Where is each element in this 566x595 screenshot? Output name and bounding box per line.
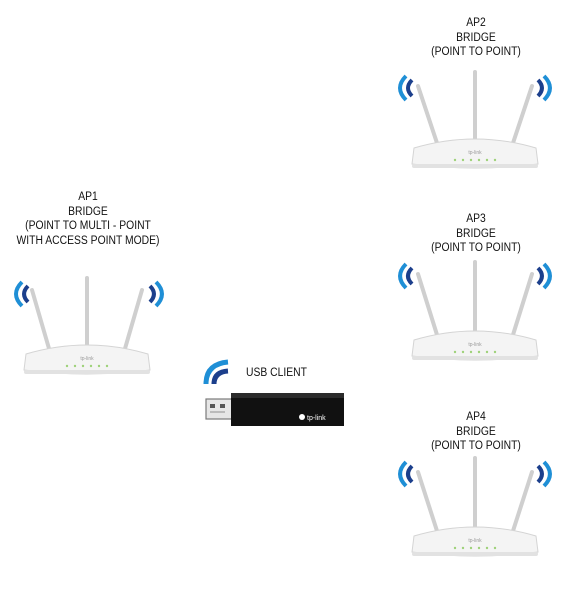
ap4-brand-logo: tp-link xyxy=(468,538,482,544)
ap2-label: AP2 BRIDGE (POINT TO POINT) xyxy=(408,16,545,60)
ap4-mode: BRIDGE xyxy=(456,425,496,438)
wifi-signal-icon xyxy=(14,280,164,308)
usb-brand-logo: tp-link xyxy=(307,415,326,422)
usb-client-label: USB CLIENT xyxy=(246,367,307,379)
wifi-signal-icon xyxy=(398,74,552,102)
antenna-left xyxy=(30,288,52,354)
ap3-mode: BRIDGE xyxy=(456,227,496,240)
antenna-right xyxy=(122,288,144,354)
ap1-type-line1: (POINT TO MULTI - POINT xyxy=(25,220,151,232)
ap3-label: AP3 BRIDGE (POINT TO POINT) xyxy=(408,212,545,256)
ap2-mode: BRIDGE xyxy=(456,31,496,44)
ap2-title: AP2 xyxy=(466,17,486,29)
ap4-type: (POINT TO POINT) xyxy=(431,440,521,452)
ap1-router-icon: tp-link xyxy=(14,276,164,375)
ap2-router-icon: tp-link xyxy=(398,70,552,169)
ap1-title: AP1 xyxy=(78,191,98,203)
usb-body xyxy=(231,393,344,426)
ap4-title: AP4 xyxy=(466,411,486,423)
ap3-type: (POINT TO POINT) xyxy=(431,242,521,254)
ap1-label: AP1 BRIDGE (POINT TO MULTI - POINT WITH … xyxy=(9,190,167,248)
wifi-signal-icon xyxy=(398,460,552,488)
ap1-brand-logo: tp-link xyxy=(80,356,94,362)
wifi-signal-icon xyxy=(398,262,552,290)
ap4-label: AP4 BRIDGE (POINT TO POINT) xyxy=(408,410,545,454)
ap3-title: AP3 xyxy=(466,213,486,225)
ap2-brand-logo: tp-link xyxy=(468,150,482,156)
usb-adapter-icon: tp-link xyxy=(205,393,344,426)
tp-link-logo-icon xyxy=(299,414,305,420)
ap3-router-icon: tp-link xyxy=(398,260,552,361)
ap2-type: (POINT TO POINT) xyxy=(431,46,521,58)
usb-wifi-signal-icon xyxy=(203,359,229,385)
ap1-type-line2: WITH ACCESS POINT MODE) xyxy=(16,234,160,247)
ap1-mode: BRIDGE xyxy=(68,205,108,218)
ap3-brand-logo: tp-link xyxy=(468,342,482,348)
usb-plug xyxy=(205,398,233,420)
ap4-router-icon: tp-link xyxy=(398,456,552,557)
